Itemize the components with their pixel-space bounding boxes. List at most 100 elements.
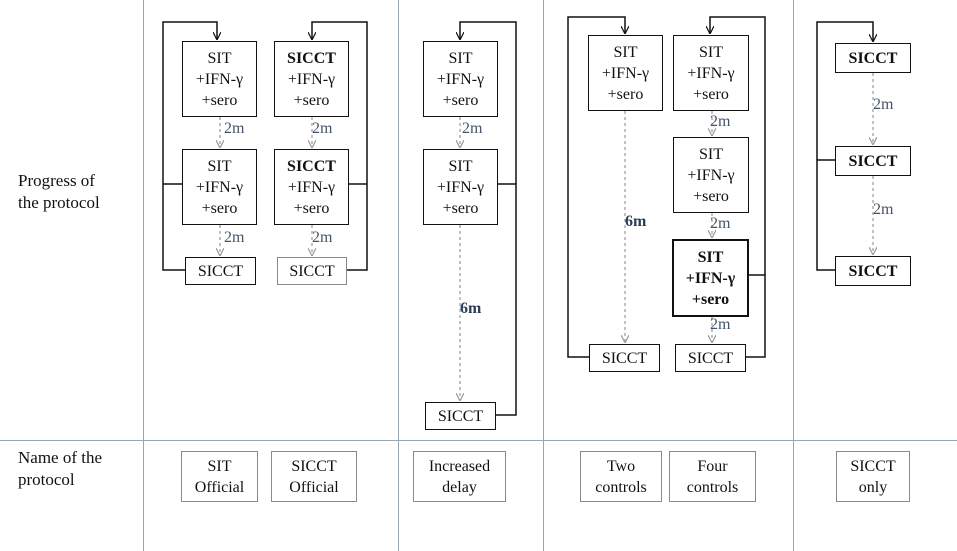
test-box-line: SICCT (848, 152, 898, 170)
column-divider (543, 0, 544, 551)
interval-label: 2m (710, 113, 731, 130)
protocol-name-line: SIT (207, 457, 232, 475)
name-row-label: Name of the protocol (18, 447, 102, 491)
test-box-e1: SIT +IFN-γ +sero (673, 35, 749, 111)
test-box-line: SICCT (848, 49, 898, 67)
test-box-c2: SIT +IFN-γ +sero (423, 149, 498, 225)
protocol-name-line: delay (442, 478, 477, 496)
test-box-line: +sero (693, 85, 729, 103)
column-divider (398, 0, 399, 551)
name-row-label-line: Name of the (18, 448, 103, 467)
test-box-c1: SIT +IFN-γ +sero (423, 41, 498, 117)
protocol-name-increased-delay: Increased delay (413, 451, 506, 502)
test-box-f1: SICCT (835, 43, 911, 73)
progress-row-label-line: the protocol (18, 193, 100, 212)
interval-label: 2m (710, 316, 731, 333)
progress-row-label: Progress of the protocol (18, 170, 100, 214)
test-box-line: SIT (613, 43, 638, 61)
test-box-line: +sero (293, 199, 330, 217)
test-box-line: SIT (699, 43, 723, 61)
test-box-line: +IFN-γ (195, 178, 244, 196)
interval-label: 2m (873, 201, 894, 218)
test-box-a1: SIT +IFN-γ +sero (182, 41, 257, 117)
test-box-line: SICCT (687, 349, 734, 367)
test-box-line: +sero (442, 199, 479, 217)
name-row-label-line: protocol (18, 470, 75, 489)
interval-label: 2m (312, 229, 333, 246)
loop-line-e-top (710, 16, 766, 275)
progress-row-label-line: Progress of (18, 171, 95, 190)
loop-line-d (567, 16, 625, 358)
test-box-d1: SIT +IFN-γ +sero (588, 35, 663, 111)
protocol-name-two-controls: Two controls (580, 451, 662, 502)
test-box-line: +sero (442, 91, 479, 109)
interval-label: 2m (873, 96, 894, 113)
test-box-line: +sero (691, 290, 730, 308)
column-divider (793, 0, 794, 551)
protocol-name-sicct-official: SICCT Official (271, 451, 357, 502)
row-divider (0, 440, 957, 441)
test-box-f3: SICCT (835, 256, 911, 286)
test-box-line: SICCT (601, 349, 648, 367)
test-box-line: +IFN-γ (436, 70, 485, 88)
loop-line-a (162, 21, 217, 271)
protocol-name-line: Two (606, 457, 636, 475)
column-divider (143, 0, 144, 551)
test-box-line: +IFN-γ (287, 70, 336, 88)
interval-label: 2m (224, 229, 245, 246)
protocol-name-sit-official: SIT Official (181, 451, 258, 502)
test-box-line: SIT (699, 145, 723, 163)
test-box-line: +IFN-γ (195, 70, 244, 88)
test-box-line: +sero (201, 91, 238, 109)
test-box-line: +sero (607, 85, 644, 103)
protocol-name-line: Increased (428, 457, 491, 475)
test-box-c3: SICCT (425, 402, 496, 430)
test-box-b1: SICCT +IFN-γ +sero (274, 41, 349, 117)
test-box-line: SICCT (287, 49, 336, 67)
test-box-e2: SIT +IFN-γ +sero (673, 137, 749, 213)
test-box-line: SIT (697, 248, 724, 266)
test-box-a3: SICCT (185, 257, 256, 285)
test-box-d2: SICCT (589, 344, 660, 372)
test-box-line: +IFN-γ (601, 64, 650, 82)
loop-line-f (816, 159, 835, 271)
interval-label: 2m (312, 120, 333, 137)
test-box-line: SICCT (848, 262, 898, 280)
test-box-line: +IFN-γ (287, 178, 336, 196)
test-box-line: +IFN-γ (685, 269, 736, 287)
loop-line-f-top (816, 21, 873, 160)
test-box-line: SICCT (437, 407, 484, 425)
test-box-line: SIT (207, 157, 232, 175)
protocol-name-line: Official (289, 478, 339, 496)
test-box-line: SICCT (197, 262, 244, 280)
protocol-name-line: controls (595, 478, 647, 496)
test-box-line: SICCT (287, 157, 336, 175)
interval-label: 6m (460, 300, 482, 317)
test-box-line: SICCT (289, 262, 335, 280)
loop-line-b (312, 21, 368, 271)
test-box-line: +sero (693, 187, 729, 205)
test-box-a2: SIT +IFN-γ +sero (182, 149, 257, 225)
test-box-line: +IFN-γ (436, 178, 485, 196)
protocol-name-line: only (858, 478, 888, 496)
protocol-name-line: SICCT (291, 457, 337, 475)
test-box-e3: SIT +IFN-γ +sero (672, 239, 749, 317)
interval-label: 2m (224, 120, 245, 137)
protocol-name-line: controls (686, 478, 739, 496)
interval-label: 6m (625, 213, 647, 230)
loop-line-e (746, 274, 766, 358)
test-box-f2: SICCT (835, 146, 911, 176)
protocol-name-line: SICCT (850, 457, 896, 475)
test-box-line: SIT (207, 49, 232, 67)
protocol-name-line: Official (194, 478, 245, 496)
test-box-b2: SICCT +IFN-γ +sero (274, 149, 349, 225)
protocol-name-line: Four (697, 457, 728, 475)
test-box-line: +IFN-γ (687, 166, 735, 184)
loop-line-c (496, 183, 517, 416)
test-box-line: +sero (293, 91, 330, 109)
loop-line-c-top (460, 21, 517, 184)
test-box-e4: SICCT (675, 344, 746, 372)
interval-label: 2m (462, 120, 483, 137)
protocol-name-four-controls: Four controls (669, 451, 756, 502)
